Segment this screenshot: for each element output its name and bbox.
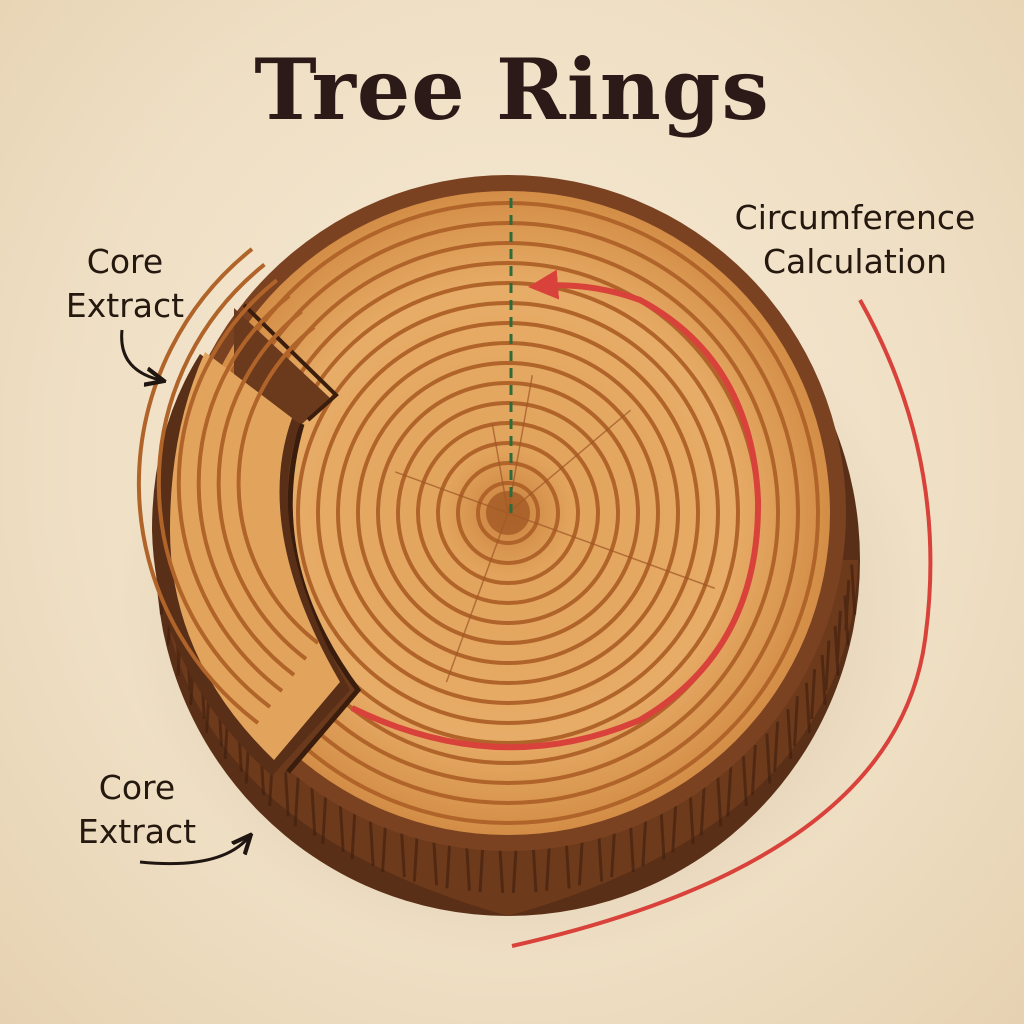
growth-ring bbox=[336, 341, 680, 685]
wedge-ring bbox=[236, 325, 320, 645]
wedge-ring bbox=[176, 278, 284, 693]
growth-ring bbox=[396, 401, 620, 625]
label-circumference-line2: Calculation bbox=[762, 242, 948, 281]
label-core-extract-top: Core Extract bbox=[50, 240, 200, 328]
growth-ring bbox=[436, 441, 580, 585]
growth-ring bbox=[456, 461, 560, 565]
label-core-extract-top-line2: Extract bbox=[65, 286, 185, 325]
label-core-extract-bottom: Core Extract bbox=[62, 766, 212, 854]
core-extract-wedge bbox=[136, 247, 350, 776]
growth-ring bbox=[376, 381, 640, 645]
wedge-ring bbox=[196, 294, 296, 677]
core-extract-top-pointer-icon bbox=[120, 329, 160, 380]
label-core-extract-bottom-line2: Extract bbox=[77, 812, 197, 851]
label-circumference-line1: Circumference bbox=[734, 198, 976, 237]
wedge-ring bbox=[136, 247, 260, 725]
growth-ring bbox=[296, 301, 720, 725]
wedge-ring bbox=[216, 309, 308, 661]
growth-ring bbox=[356, 361, 660, 665]
label-core-extract-top-line1: Core bbox=[86, 242, 164, 281]
wedge-ring bbox=[156, 263, 272, 709]
diagram-title: Tree Rings bbox=[254, 40, 770, 139]
growth-ring bbox=[316, 321, 700, 705]
circumference-arrow-inner bbox=[350, 269, 762, 751]
growth-ring bbox=[476, 481, 540, 545]
label-core-extract-bottom-line1: Core bbox=[98, 768, 176, 807]
growth-ring bbox=[416, 421, 600, 605]
circumference-arrow-outer bbox=[511, 299, 933, 948]
pith bbox=[486, 491, 530, 535]
core-extract-bottom-pointer-icon bbox=[139, 838, 248, 866]
label-circumference-calculation: Circumference Calculation bbox=[710, 196, 1000, 284]
